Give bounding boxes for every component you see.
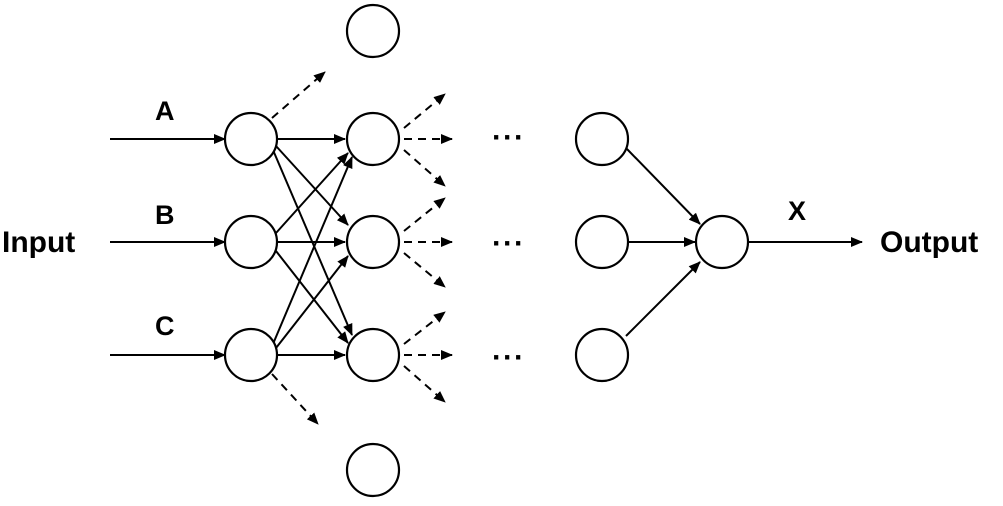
input-node-a <box>223 111 279 167</box>
input-label: Input <box>2 226 75 259</box>
input-b-label: B <box>155 200 175 230</box>
ellipsis-top: ··· <box>492 121 525 154</box>
ellipsis-middle: ··· <box>492 227 525 260</box>
output-x-label: X <box>788 196 806 226</box>
last-hidden-node-3 <box>574 327 630 383</box>
input-c-label: C <box>155 311 175 341</box>
input-node-c <box>223 327 279 383</box>
last-hidden-node-1 <box>574 111 630 167</box>
last-hidden-node-2 <box>574 214 630 270</box>
input-a-label: A <box>155 96 175 126</box>
output-node <box>694 214 750 270</box>
dropout-edges <box>271 71 453 425</box>
hidden-node-dropped-bottom <box>345 442 401 498</box>
hidden-node-2 <box>345 214 401 270</box>
input-node-b <box>223 214 279 270</box>
layer1-to-layer2-edges <box>272 134 353 360</box>
hidden-node-1 <box>345 111 401 167</box>
output-label: Output <box>880 226 978 259</box>
hidden-node-3 <box>345 327 401 383</box>
final-layer-edges <box>625 147 701 337</box>
hidden-node-dropped-top <box>345 3 401 59</box>
ellipsis-bottom: ··· <box>492 341 525 374</box>
